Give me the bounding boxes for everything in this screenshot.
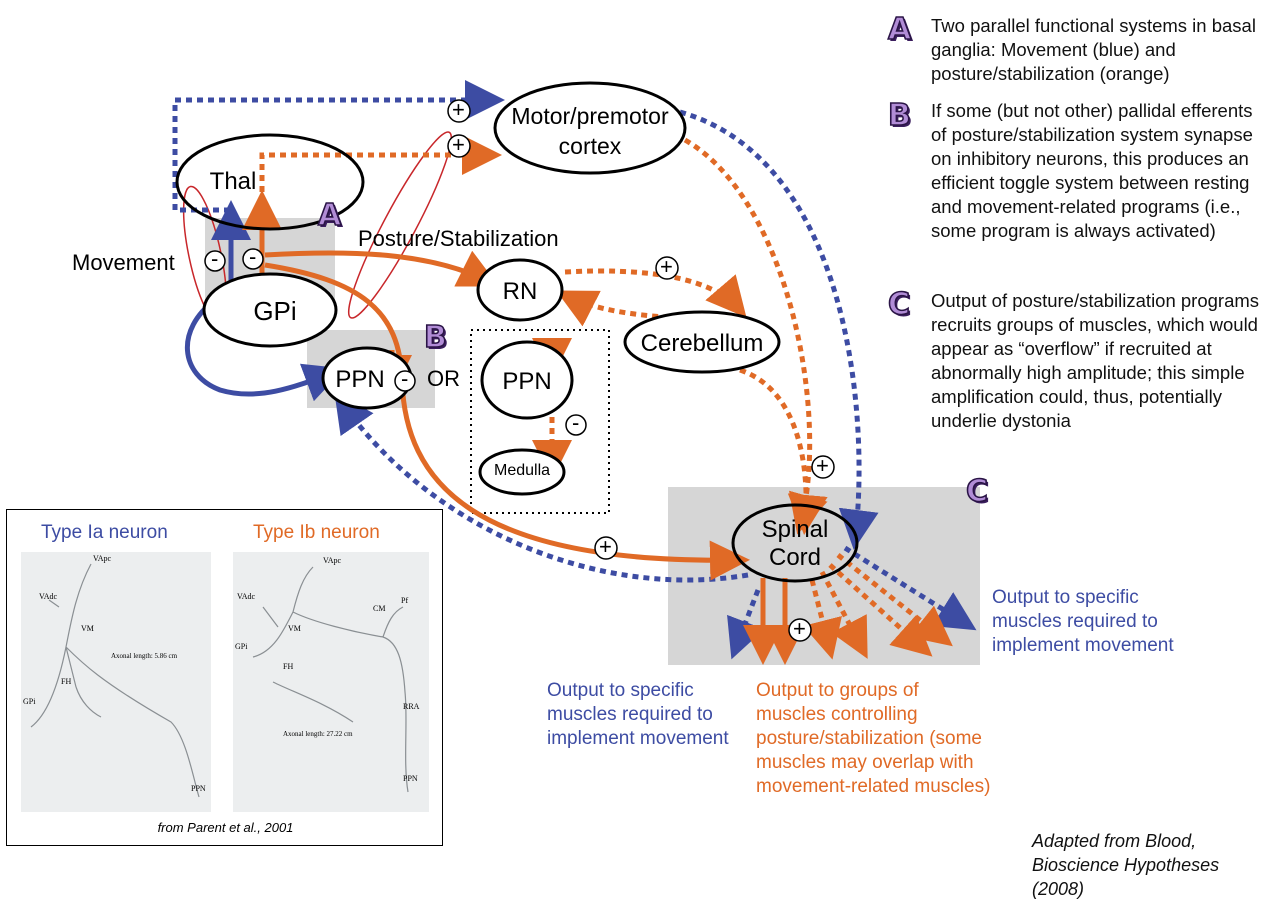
- cerebellum-node: [623, 310, 781, 374]
- ia-label-ppn: PPN: [191, 784, 206, 793]
- blue-gpi-to-ppn: [185, 298, 345, 402]
- medulla-node: [478, 448, 566, 496]
- ppn-right-node: [480, 340, 574, 420]
- posture-label: Posture/Stabilization: [358, 226, 559, 251]
- ppn-right-label: PPN: [502, 368, 552, 395]
- type-ib-title: Type Ib neuron: [253, 522, 380, 543]
- gpi-label: GPi: [253, 296, 297, 326]
- minus-sign: -: [572, 410, 580, 435]
- orange-output-1: [803, 579, 842, 660]
- output-orange: Output to groups of muscles controlling …: [756, 680, 991, 797]
- ppn-medulla-dotted-box: [470, 329, 610, 514]
- spinal-cord-label: Spinal Cord: [761, 516, 829, 571]
- ia-label-vapc: VApc: [93, 554, 112, 563]
- annotation-c-text: Output of posture/stabilization programs…: [931, 290, 1260, 431]
- annotation-a-letter: A: [887, 11, 912, 48]
- ib-label-vm: VM: [288, 624, 301, 633]
- orange-output-3: [828, 563, 933, 657]
- blue-spinal-to-ppn: [334, 391, 749, 583]
- annotation-b-text: If some (but not other) pallidal efferen…: [931, 100, 1253, 241]
- type-ia-image: VApc VAdc VM Axonal length: 5.86 cm FH G…: [21, 552, 211, 812]
- ib-axonal-length: Axonal length: 27.22 cm: [283, 730, 353, 738]
- type-ia-neuron-trace: [30, 563, 200, 798]
- blue-cortex-to-spinal: [679, 109, 879, 550]
- orange-cortex-to-spinal: [683, 137, 828, 535]
- spinal-cord-node: [731, 503, 859, 583]
- marker-a: A: [317, 197, 342, 234]
- ib-label-cm: CM: [373, 604, 386, 613]
- rn-node: [476, 258, 564, 322]
- orange-output-4: [836, 553, 953, 647]
- motor-cortex-node: [493, 81, 687, 175]
- ia-axonal-length: Axonal length: 5.86 cm: [111, 652, 178, 660]
- plus-sign: +: [660, 254, 673, 279]
- gpi-node: [202, 272, 338, 348]
- thal-label: Thal: [209, 168, 257, 195]
- ib-label-pf: Pf: [401, 596, 409, 605]
- orange-gpi-to-ppn-spinal: [264, 262, 750, 581]
- type-ia-title: Type Ia neuron: [41, 522, 168, 543]
- ib-label-ppn: PPN: [403, 774, 418, 783]
- ppn-left-label: PPN: [335, 366, 385, 393]
- plus-sign: +: [452, 132, 465, 157]
- blue-output-left: [727, 589, 765, 660]
- ia-label-fh: FH: [61, 677, 72, 686]
- plus-sign: +: [599, 534, 612, 559]
- blue-output-right: [843, 545, 977, 631]
- annotation-b-letter: B: [887, 97, 911, 134]
- medulla-label: Medulla: [493, 462, 551, 479]
- credit-text: Adapted from Blood, Bioscience Hypothese…: [1032, 831, 1220, 899]
- ia-label-vadc: VAdc: [39, 592, 58, 601]
- orange-cerebellum-to-rn: [556, 290, 736, 327]
- ia-label-gpi: GPi: [23, 697, 36, 706]
- ia-label-vm: VM: [81, 624, 94, 633]
- thal-node: [175, 133, 365, 231]
- orange-gpi-to-rn: [264, 250, 499, 287]
- orange-output-2: [819, 570, 868, 659]
- rn-label: RN: [502, 278, 538, 305]
- type-ib-image: VApc VAdc VM GPi FH CM Pf RRA Axonal len…: [233, 552, 429, 812]
- plus-sign: +: [452, 97, 465, 122]
- orange-thal-to-cortex: [259, 135, 502, 192]
- sign-circles: [204, 99, 835, 642]
- ib-label-vadc: VAdc: [237, 592, 256, 601]
- cerebellum-label: Cerebellum: [640, 330, 764, 357]
- or-label: OR: [427, 366, 460, 391]
- marker-b: B: [423, 319, 447, 356]
- ib-label-vapc: VApc: [323, 556, 342, 565]
- minus-sign: -: [249, 244, 257, 269]
- ib-label-fh: FH: [283, 662, 294, 671]
- annotation-a-text: Two parallel functional systems in basal…: [931, 15, 1256, 84]
- marker-c: C: [965, 473, 989, 510]
- plus-sign: +: [793, 616, 806, 641]
- minus-sign: -: [401, 366, 409, 391]
- orange-cerebellum-to-spinal: [739, 367, 828, 535]
- annotation-c-letter: C: [887, 286, 911, 323]
- output-left-blue: Output to specific muscles required to i…: [547, 680, 729, 749]
- ib-label-gpi: GPi: [235, 642, 248, 651]
- motor-cortex-label: Motor/premotor cortex: [511, 103, 669, 159]
- inset-caption: from Parent et al., 2001: [157, 820, 294, 835]
- red-loop-right: [347, 131, 453, 319]
- neuron-inset: Type Ia neuron Type Ib neuron VApc VAdc …: [6, 509, 443, 846]
- blue-thal-to-cortex: [172, 80, 505, 213]
- plus-sign: +: [816, 453, 829, 478]
- output-right-blue: Output to specific muscles required to i…: [992, 587, 1174, 656]
- ib-label-rra: RRA: [403, 702, 420, 711]
- movement-label: Movement: [72, 250, 175, 275]
- type-ib-neuron-trace: [252, 566, 409, 793]
- minus-sign: -: [211, 246, 219, 271]
